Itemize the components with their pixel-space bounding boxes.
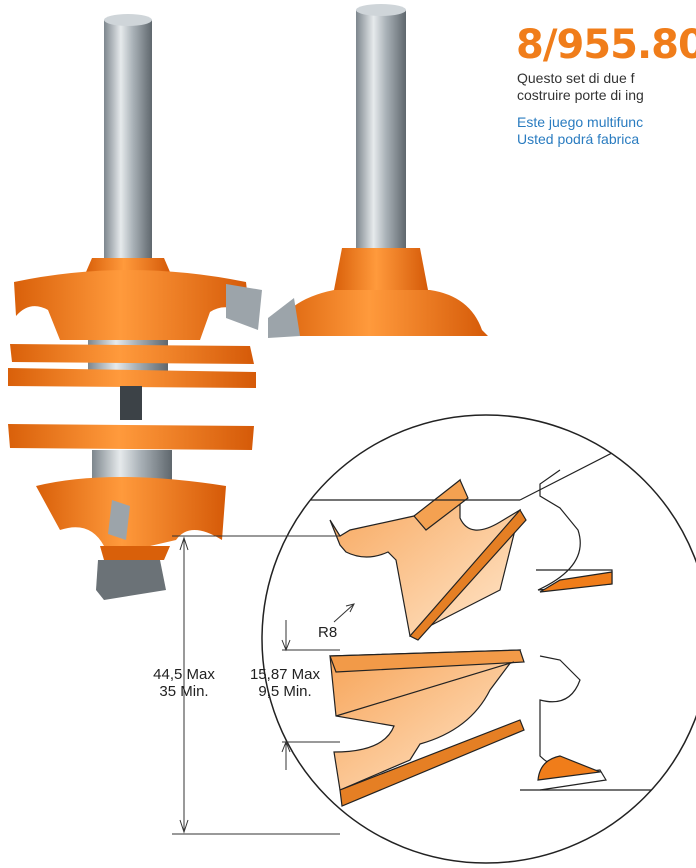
description-spanish: Este juego multifunc Usted podrá fabrica — [517, 114, 644, 147]
dimension-lines — [172, 535, 355, 835]
product-code: 8/955.80 — [516, 22, 696, 68]
stacked-router-bit — [8, 14, 262, 600]
profile-detail-circle — [261, 414, 696, 864]
total-height-label: 44,5 Max 35 Min. — [153, 666, 215, 700]
radius-label: R8 — [318, 624, 338, 641]
description-italian: Questo set di due f costruire porte di i… — [517, 70, 644, 103]
single-router-bit — [268, 4, 488, 338]
tongue-height-label: 15,87 Max 9,5 Min. — [249, 666, 321, 700]
